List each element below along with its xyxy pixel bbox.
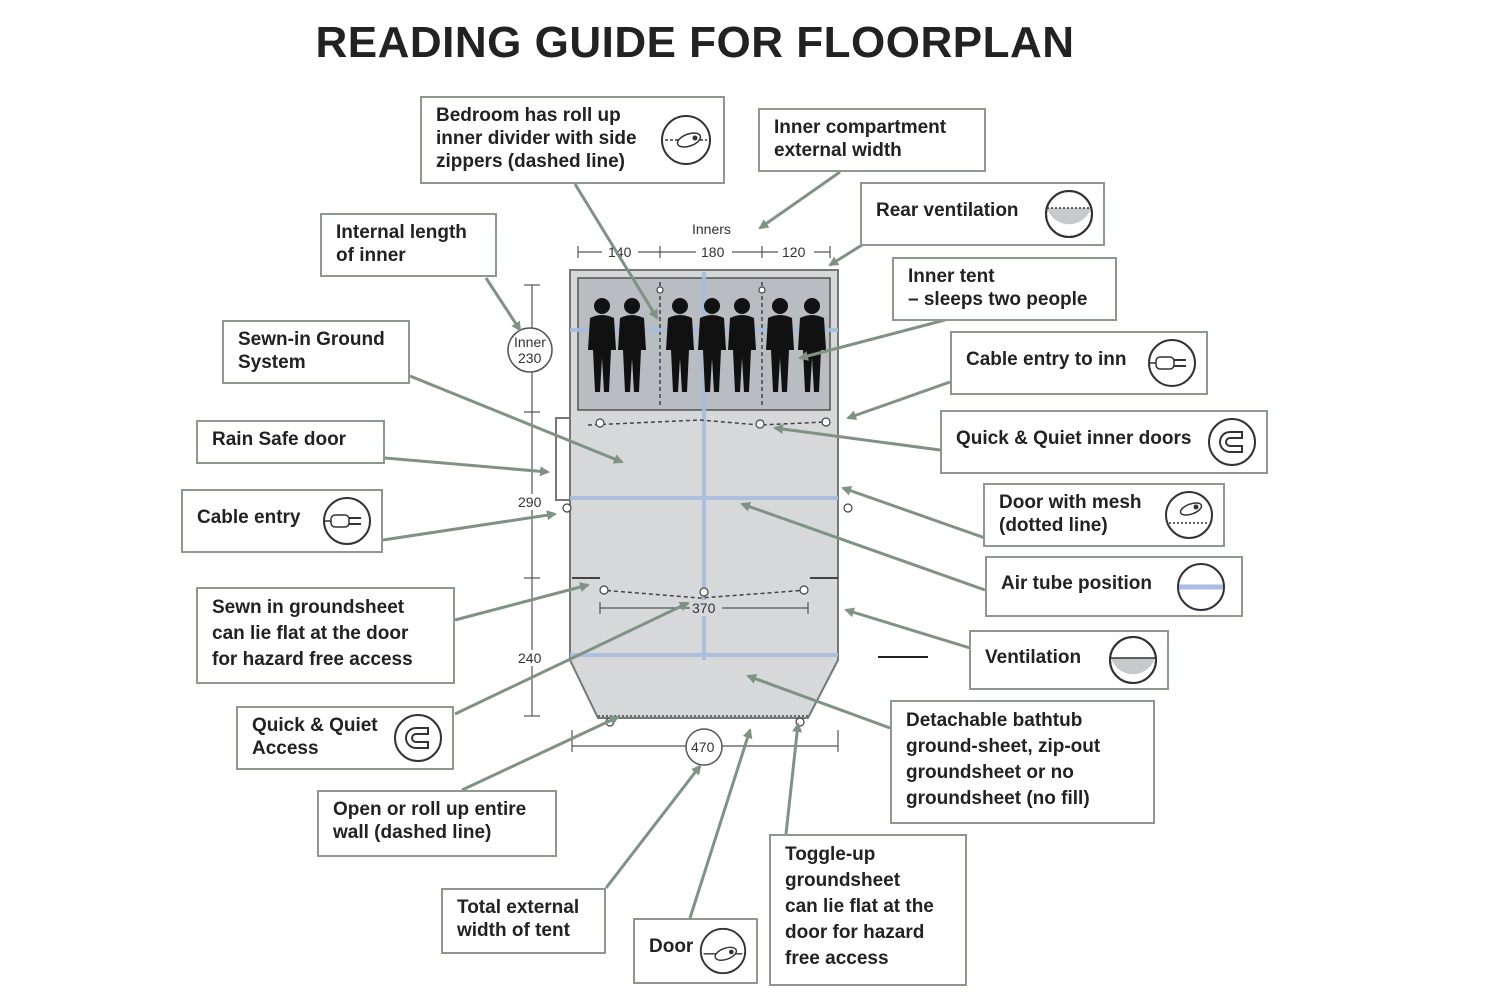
callout-inner-ext-width: Inner compartment external width <box>758 108 986 172</box>
magnet-icon <box>1208 418 1256 466</box>
vent-icon <box>1045 190 1093 238</box>
leader-lines <box>382 170 986 919</box>
total-width-badge <box>685 728 723 766</box>
width-470: 470 <box>691 739 715 755</box>
callout-bedroom-divider: Bedroom has roll up inner divider with s… <box>420 96 725 184</box>
person-silhouette <box>728 298 756 392</box>
callout-total-ext-width: Total external width of tent <box>441 888 606 954</box>
tent-floorplan <box>555 269 839 719</box>
callout-door: Door <box>633 918 758 984</box>
side-240: 240 <box>518 650 542 666</box>
callout-qq-inner-doors: Quick & Quiet inner doors <box>940 410 1268 474</box>
person-silhouette <box>618 298 646 392</box>
callout-cable-entry: Cable entry <box>181 489 383 553</box>
callout-internal-length: Internal length of inner <box>320 213 497 277</box>
air-tube-icon <box>1177 562 1225 611</box>
side-290: 290 <box>518 494 542 510</box>
door-zip-icon <box>699 927 747 975</box>
porch-door-dashed <box>599 589 809 599</box>
inner-length-badge <box>507 327 553 373</box>
callout-sewn-in-ground: Sewn-in Ground System <box>222 320 410 384</box>
inner-width-2: 180 <box>701 244 725 260</box>
callout-cable-entry-inner: Cable entry to inn <box>950 331 1208 395</box>
page-title: READING GUIDE FOR FLOORPLAN <box>315 18 1075 67</box>
person-silhouette <box>766 298 794 392</box>
callout-sewn-groundsheet: Sewn in groundsheet can lie flat at the … <box>196 587 455 684</box>
person-silhouette <box>698 298 726 392</box>
callout-qq-access: Quick & Quiet Access <box>236 706 454 770</box>
callout-open-roll-wall: Open or roll up entire wall (dashed line… <box>317 790 557 857</box>
people-group <box>588 298 826 392</box>
inner-width-3: 120 <box>782 244 806 260</box>
vent-icon <box>1109 636 1157 684</box>
mesh-door-icon <box>1165 491 1213 539</box>
inner-badge-line2: 230 <box>518 350 542 366</box>
inners-label: Inners <box>692 221 731 237</box>
callout-rain-safe-door: Rain Safe door <box>196 420 385 464</box>
width-370: 370 <box>692 600 716 616</box>
callout-ventilation: Ventilation <box>969 630 1169 690</box>
rain-safe-door <box>555 417 570 501</box>
callout-door-mesh: Door with mesh (dotted line) <box>983 483 1225 547</box>
cable-plug-icon <box>323 497 371 545</box>
callout-air-tube: Air tube position <box>985 556 1243 617</box>
callout-inner-tent: Inner tent – sleeps two people <box>892 257 1117 321</box>
cable-plug-icon <box>1148 339 1196 387</box>
callout-toggle-up: Toggle-up groundsheet can lie flat at th… <box>769 834 967 986</box>
person-silhouette <box>666 298 694 392</box>
magnet-icon <box>394 714 442 762</box>
callout-bathtub: Detachable bathtub ground-sheet, zip-out… <box>890 700 1155 824</box>
person-silhouette <box>588 298 616 392</box>
inner-badge-line1: Inner <box>514 334 546 350</box>
callout-rear-ventilation: Rear ventilation <box>860 182 1105 246</box>
inner-doors-dashed <box>587 419 826 426</box>
divider-zip-icon <box>661 115 711 165</box>
